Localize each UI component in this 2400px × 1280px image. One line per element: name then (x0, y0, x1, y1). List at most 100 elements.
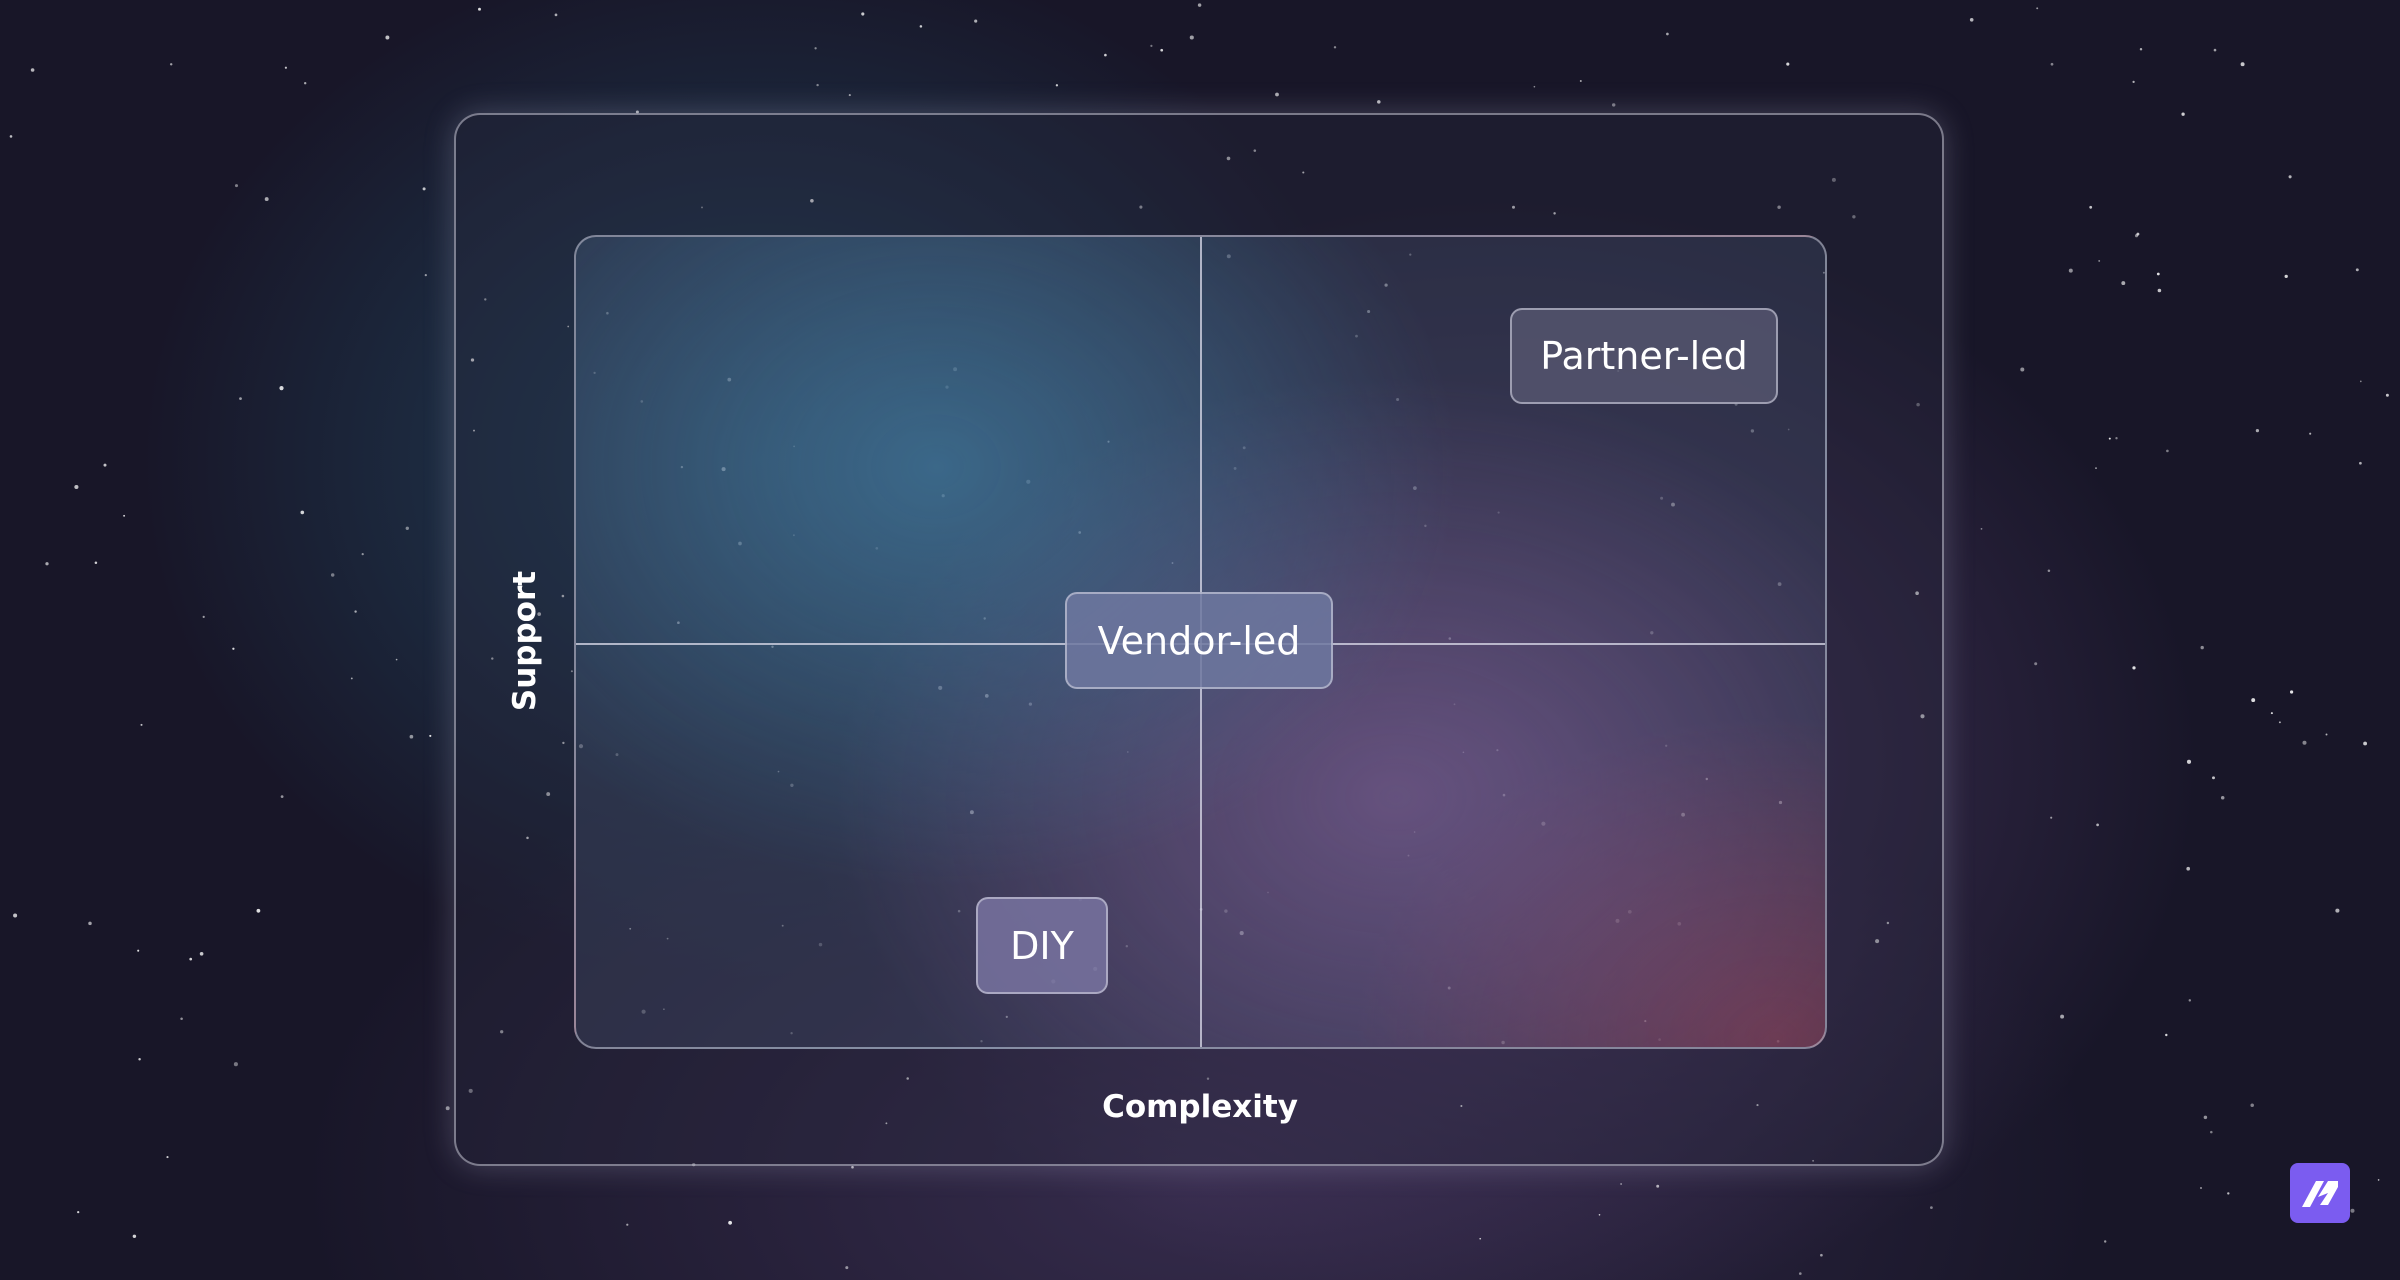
star (169, 63, 173, 66)
star (13, 913, 18, 918)
star (562, 741, 565, 745)
star (354, 610, 357, 613)
star (974, 19, 978, 23)
star (199, 951, 204, 956)
star (1969, 18, 1974, 22)
star (2165, 1033, 2168, 1037)
star (103, 463, 107, 467)
star (2020, 367, 2025, 372)
star (77, 1210, 80, 1214)
star (1886, 921, 1890, 925)
star (2050, 816, 2053, 819)
star (1756, 1104, 1759, 1107)
star (409, 734, 414, 739)
star (445, 1106, 450, 1111)
star (906, 1077, 909, 1080)
star (256, 908, 261, 913)
star (2203, 1115, 2208, 1120)
star (2213, 48, 2217, 52)
star (2200, 645, 2204, 650)
star (1139, 205, 1143, 209)
star (1777, 205, 1781, 209)
star (491, 657, 494, 660)
star (851, 1165, 854, 1169)
star (350, 677, 353, 680)
star (1916, 402, 1920, 407)
star (2181, 112, 2185, 116)
star (1579, 79, 1582, 83)
star (189, 957, 193, 961)
star (138, 1057, 141, 1061)
star (1852, 215, 1856, 219)
star (816, 83, 819, 87)
star (848, 94, 851, 97)
star (2098, 259, 2101, 262)
star (30, 68, 35, 72)
star (202, 615, 205, 619)
star (2186, 759, 2192, 764)
star (2068, 268, 2073, 273)
star (1831, 177, 1836, 182)
star (861, 12, 865, 16)
star (2385, 393, 2389, 397)
star (1055, 84, 1059, 87)
star (470, 358, 475, 362)
star (45, 562, 49, 566)
star (2200, 1187, 2202, 1189)
star (2132, 80, 2135, 84)
star (2139, 47, 2143, 51)
star (1820, 1253, 1823, 1257)
star (2377, 1179, 2380, 1181)
star (2166, 449, 2169, 453)
star (2284, 274, 2288, 279)
star (405, 526, 409, 530)
star (537, 612, 542, 616)
star (1160, 48, 1164, 52)
star (1915, 591, 1919, 595)
star (422, 187, 426, 191)
star (2309, 432, 2312, 435)
star (570, 670, 573, 673)
star (2240, 62, 2245, 67)
star (280, 795, 284, 798)
star (300, 510, 305, 515)
star (132, 1234, 137, 1239)
star (1786, 62, 1790, 66)
vendor-led-label: Vendor-led (1065, 592, 1333, 689)
star (2186, 866, 2191, 871)
brand-logo-icon (2302, 1181, 2338, 1207)
star (1620, 1183, 1622, 1185)
star (526, 836, 529, 840)
star (424, 273, 427, 277)
star (2060, 1014, 2065, 1019)
star (2108, 437, 2111, 440)
star (1189, 35, 1194, 40)
star (2136, 232, 2140, 236)
star (1302, 171, 1305, 174)
star (9, 135, 13, 138)
star (2359, 461, 2362, 465)
star (2115, 437, 2118, 440)
star (701, 206, 703, 209)
star (919, 25, 923, 28)
star (2302, 740, 2307, 745)
star (2290, 690, 2294, 694)
star (1333, 46, 1337, 49)
star (2270, 712, 2273, 715)
star (2363, 741, 2368, 746)
star (814, 47, 817, 50)
star (395, 658, 398, 661)
star (74, 484, 79, 490)
star (546, 792, 551, 797)
star (2359, 380, 2362, 383)
star (88, 921, 92, 926)
star (429, 734, 432, 737)
star (233, 1062, 238, 1067)
star (2096, 823, 2099, 827)
brand-logo[interactable] (2290, 1163, 2350, 1223)
star (2047, 569, 2051, 573)
star (140, 723, 143, 726)
star (2104, 1240, 2107, 1243)
star (1798, 1272, 1802, 1275)
star (284, 66, 287, 69)
